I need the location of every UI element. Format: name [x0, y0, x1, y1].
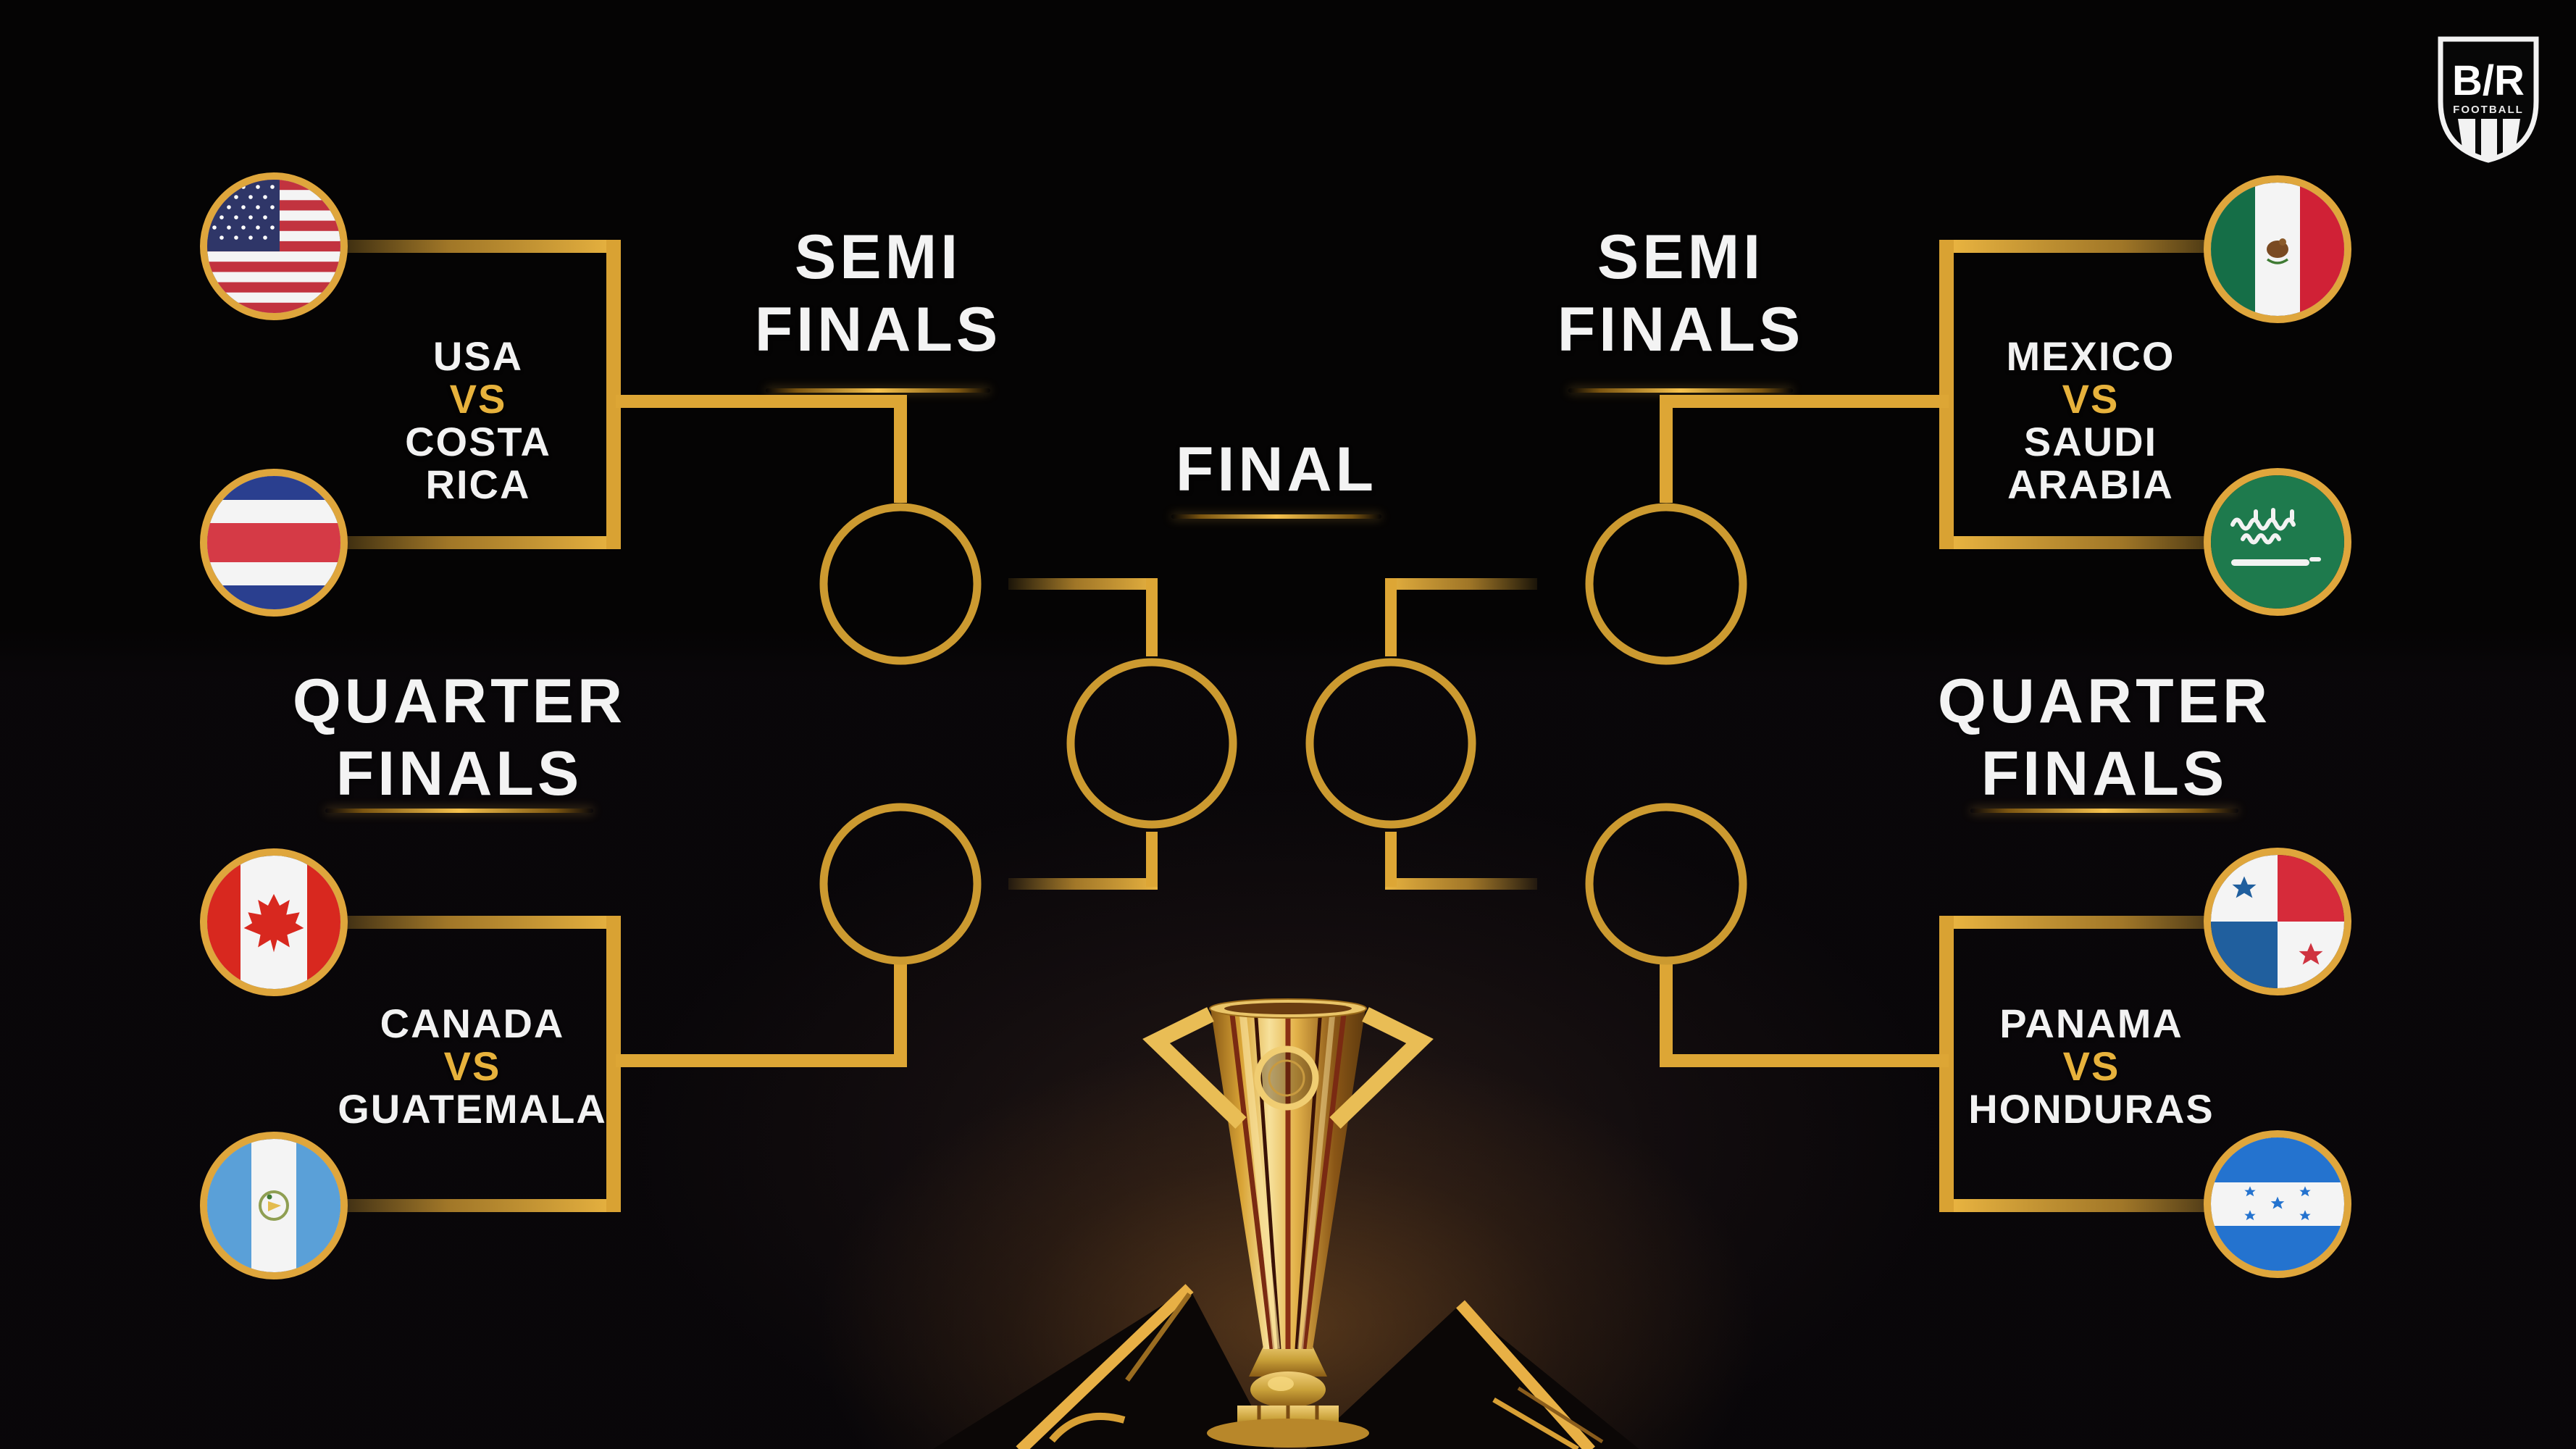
label-line: FINALS: [1981, 739, 2228, 809]
team-label: COSTA: [405, 419, 551, 464]
flag-saudi-arabia-icon: [2204, 468, 2351, 616]
matchup-usa-costa-rica: USA VS COSTA RICA: [261, 335, 695, 506]
flag-panama-icon: [2204, 848, 2351, 995]
flag-usa-icon: [200, 172, 348, 320]
connector-semifinal-left-bottom: [1008, 832, 1158, 890]
team-label: RICA: [425, 462, 531, 507]
final-slot-circle-left: [1066, 658, 1237, 829]
label-line: SEMI: [794, 222, 962, 292]
connector-semifinal-right-bottom: [1385, 832, 1537, 890]
underline-semifinals-left: [766, 388, 990, 393]
label-semifinals-left: SEMI FINALS: [624, 221, 1132, 366]
bracket-quarterfinal-left-bottom: [311, 916, 907, 1212]
underline-quarterfinals-right: [1970, 809, 2238, 813]
vs-label: VS: [449, 376, 507, 422]
label-line: QUARTER: [1937, 667, 2272, 736]
bracket-quarterfinal-right-top: [1660, 240, 2258, 549]
flag-mexico-icon: [2204, 175, 2351, 323]
label-quarterfinals-right: QUARTER FINALS: [1851, 665, 2358, 810]
connector-semifinal-left-top: [1008, 578, 1158, 656]
label-semifinals-right: SEMI FINALS: [1427, 221, 1934, 366]
label-line: QUARTER: [292, 667, 627, 736]
br-logo-subtext: FOOTBALL: [2453, 104, 2524, 116]
flag-canada-icon: [200, 848, 348, 996]
br-shield-stripes: [2458, 119, 2520, 159]
label-line: FINALS: [335, 739, 583, 809]
label-quarterfinals-left: QUARTER FINALS: [206, 665, 713, 810]
concacaf-gold-cup-trophy-icon: [933, 998, 1639, 1449]
flag-guatemala-icon: [200, 1132, 348, 1279]
semifinal-slot-circle-left-top: [819, 503, 982, 665]
vs-label: VS: [443, 1043, 501, 1089]
vs-label: VS: [2062, 376, 2120, 422]
matchup-mexico-saudi-arabia: MEXICO VS SAUDI ARABIA: [1873, 335, 2308, 506]
label-line: SEMI: [1597, 222, 1765, 292]
bracket-quarterfinal-right-bottom: [1660, 916, 2258, 1212]
team-label: GUATEMALA: [338, 1086, 607, 1132]
semifinal-slot-circle-right-bottom: [1585, 803, 1747, 965]
team-label: USA: [432, 333, 524, 379]
underline-quarterfinals-left: [325, 809, 593, 813]
team-label: HONDURAS: [1968, 1086, 2215, 1132]
team-label: PANAMA: [1999, 1001, 2183, 1046]
team-label: MEXICO: [2006, 333, 2175, 379]
underline-semifinals-right: [1568, 388, 1793, 393]
bracket-quarterfinal-left-top: [311, 240, 907, 549]
br-logo-text: B/R: [2452, 57, 2525, 104]
final-slot-circle-right: [1305, 658, 1476, 829]
label-line: FINALS: [754, 295, 1002, 364]
vs-label: VS: [2062, 1043, 2120, 1089]
semifinal-slot-circle-left-bottom: [819, 803, 982, 965]
label-line: FINAL: [1175, 435, 1378, 504]
matchup-panama-honduras: PANAMA VS HONDURAS: [1874, 1002, 2309, 1130]
connector-semifinal-right-top: [1385, 578, 1537, 656]
br-football-logo: B/R FOOTBALL: [2438, 36, 2539, 163]
matchup-canada-guatemala: CANADA VS GUATEMALA: [255, 1002, 690, 1130]
team-label: ARABIA: [2007, 462, 2174, 507]
label-final: FINAL: [1023, 433, 1530, 506]
semifinal-slot-circle-right-top: [1585, 503, 1747, 665]
team-label: SAUDI: [2023, 419, 2158, 464]
flag-honduras-icon: [2204, 1130, 2351, 1278]
label-line: FINALS: [1557, 295, 1805, 364]
team-label: CANADA: [380, 1001, 565, 1046]
underline-final: [1171, 514, 1381, 519]
